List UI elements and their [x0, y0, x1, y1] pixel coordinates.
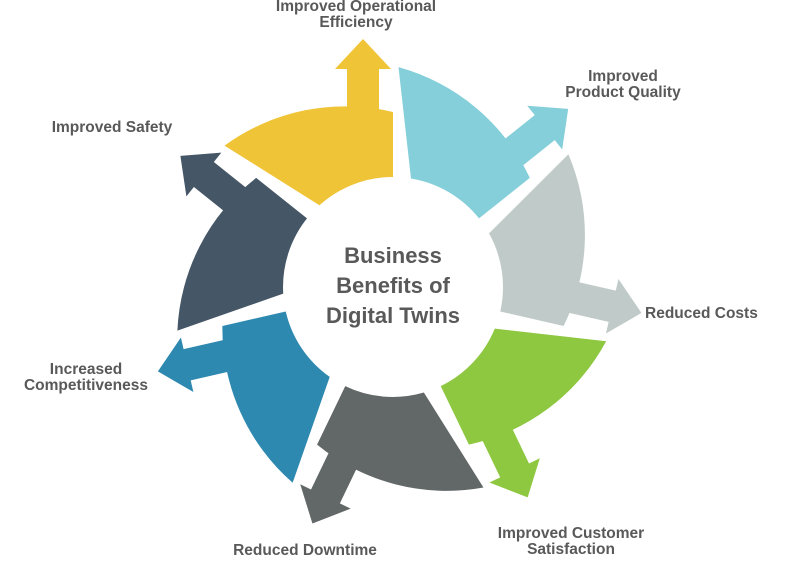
- label-reduced-costs: Reduced Costs: [645, 305, 758, 322]
- arrow-improved-operational-efficiency: [224, 39, 393, 206]
- label-improved-customer-satisfaction: Improved Customer Satisfaction: [497, 525, 645, 558]
- label-increased-competitiveness: Increased Competitiveness: [23, 361, 149, 394]
- label-improved-operational-efficiency: Improved Operational Efficiency: [275, 0, 437, 31]
- label-improved-product-quality: Improved Product Quality: [565, 68, 681, 101]
- label-reduced-downtime: Reduced Downtime: [233, 542, 377, 559]
- label-improved-safety: Improved Safety: [51, 119, 173, 136]
- diagram-title: Business Benefits of Digital Twins: [325, 243, 461, 328]
